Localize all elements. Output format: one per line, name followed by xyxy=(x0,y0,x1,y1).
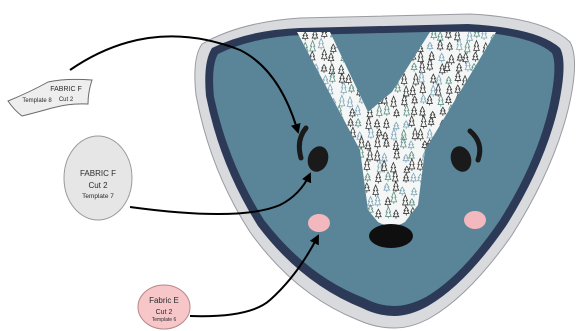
fabric-e-template-6-piece: Fabric E Cut 2 Template 6 xyxy=(138,285,190,329)
left-cheek xyxy=(308,214,330,232)
fabric-e-oval-template: Template 6 xyxy=(152,317,177,323)
right-cheek xyxy=(464,211,486,229)
fabric-f-small-template: Template 8 xyxy=(22,98,52,104)
fabric-f-oval-cut: Cut 2 xyxy=(88,181,108,190)
fox-head xyxy=(195,14,575,328)
fabric-f-small-title: FABRIC F xyxy=(50,86,82,93)
fabric-f-oval-template: Template 7 xyxy=(82,193,114,200)
fabric-e-oval-title: Fabric E xyxy=(149,296,179,305)
fabric-e-oval-cut: Cut 2 xyxy=(156,309,173,316)
fabric-f-template-7-piece: FABRIC F Cut 2 Template 7 xyxy=(64,136,132,220)
fabric-f-oval-title: FABRIC F xyxy=(80,169,116,178)
fabric-f-small-cut: Cut 2 xyxy=(59,97,74,103)
fabric-f-template-8-piece: FABRIC F Template 8 Cut 2 xyxy=(8,79,92,116)
nose xyxy=(369,224,413,248)
